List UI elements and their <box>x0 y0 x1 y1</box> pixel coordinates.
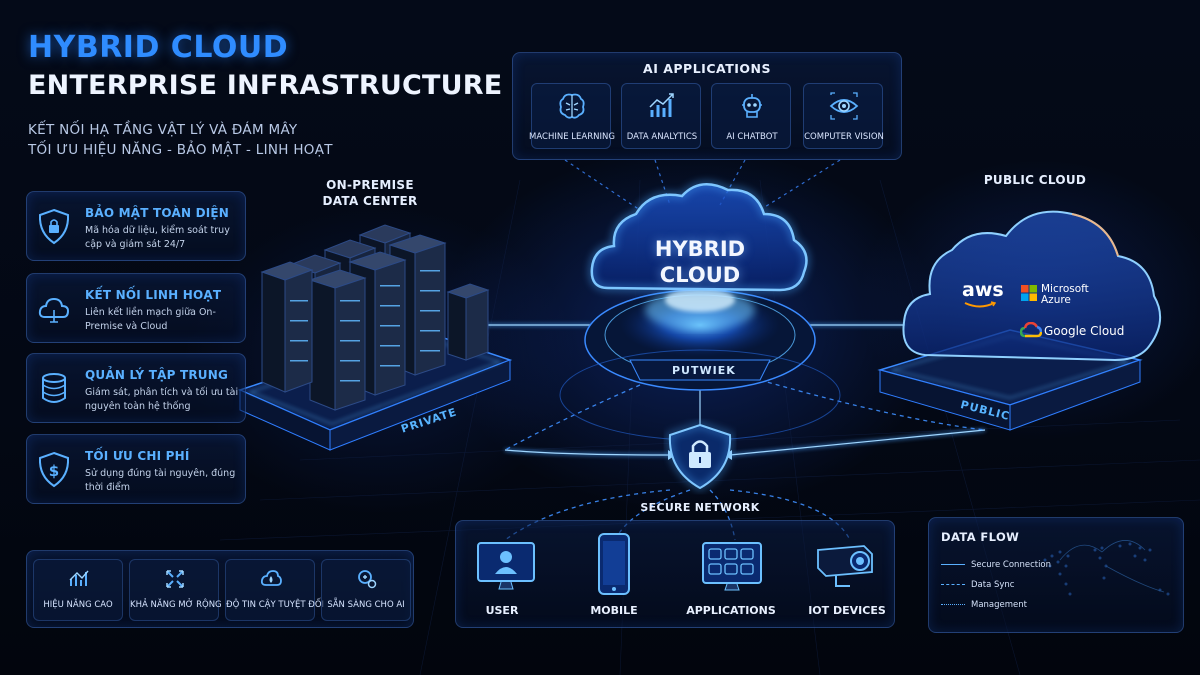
analytics-icon <box>649 93 674 117</box>
on-premise-label: ON-PREMISE <box>326 178 414 192</box>
ai-ready-icon <box>358 570 377 589</box>
feature-card-management: QUẢN LÝ TẬP TRUNG Giám sát, phân tích và… <box>26 353 246 423</box>
aws-logo-text: aws <box>962 279 1004 301</box>
benefit-scale: KHẢ NĂNG MỞ RỘNG <box>129 559 222 621</box>
feature-desc: Mã hóa dữ liệu, kiểm soát truy cập và gi… <box>85 225 230 250</box>
flow-item-label: Data Sync <box>971 580 1015 590</box>
dashed-line-icon <box>941 584 965 585</box>
feature-title: BẢO MẬT TOÀN DIỆN <box>85 206 230 220</box>
secure-shield <box>666 421 734 492</box>
data-flow-title: DATA FLOW <box>941 530 1020 544</box>
tagline-line-1: KẾT NỐI HẠ TẦNG VẬT LÝ VÀ ĐÁM MÂY <box>28 122 298 138</box>
hybrid-cloud-shape <box>588 181 810 294</box>
user-monitor-icon <box>477 542 535 590</box>
ai-applications-panel: AI APPLICATIONS MACHINE LEARNING DATA AN… <box>512 52 902 160</box>
azure-logo-text: Microsoft Azure <box>1041 283 1089 306</box>
device-label: USER <box>485 604 519 617</box>
eye-icon <box>829 92 859 120</box>
benefit-ai-ready: SẴN SÀNG CHO AI <box>321 559 411 621</box>
flow-item-label: Management <box>971 600 1027 610</box>
benefit-label: KHẢ NĂNG MỞ RỘNG <box>130 600 222 610</box>
performance-icon <box>69 570 89 586</box>
scale-icon <box>166 570 184 588</box>
hybrid-hub <box>559 288 841 441</box>
ai-app-data-analytics: DATA ANALYTICS <box>621 83 701 149</box>
google-cloud-logo-text: Google Cloud <box>1044 324 1125 338</box>
feature-title: QUẢN LÝ TẬP TRUNG <box>85 368 229 382</box>
mobile-icon <box>598 533 630 595</box>
cloud-icon <box>38 297 70 323</box>
feature-desc: Liên kết liền mạch giữa On-Premise và Cl… <box>85 307 216 332</box>
hub-tag: PUTWIEK <box>672 364 736 377</box>
ai-app-machine-learning: MACHINE LEARNING <box>529 83 615 149</box>
dollar-shield-icon: $ <box>38 451 70 488</box>
svg-text:$: $ <box>49 462 59 480</box>
hybrid-cloud-title: HYBRID CLOUD <box>615 236 785 288</box>
hybrid-line-1: HYBRID <box>654 237 746 261</box>
ai-app-label: MACHINE LEARNING <box>529 132 615 142</box>
main-title: HYBRID CLOUD <box>28 30 289 65</box>
ai-app-label: AI CHATBOT <box>726 132 778 142</box>
brain-icon <box>559 93 585 119</box>
secure-network-label: SECURE NETWORK <box>640 501 760 514</box>
main-subtitle: ENTERPRISE INFRASTRUCTURE <box>28 70 503 101</box>
benefits-strip: HIỆU NĂNG CAO KHẢ NĂNG MỞ RỘNG ĐỘ TIN CẬ… <box>26 550 414 628</box>
feature-card-security: BẢO MẬT TOÀN DIỆN Mã hóa dữ liệu, kiểm s… <box>26 191 246 261</box>
benefit-label: ĐỘ TIN CẬY TUYỆT ĐỐI <box>226 600 325 610</box>
solid-line-icon <box>941 564 965 565</box>
dotted-line-icon <box>941 604 965 605</box>
data-center-label: DATA CENTER <box>322 194 418 208</box>
benefit-label: HIỆU NĂNG CAO <box>43 600 113 610</box>
flow-item-secure: Secure Connection <box>941 560 1051 570</box>
device-label: IOT DEVICES <box>808 604 886 617</box>
flow-item-label: Secure Connection <box>971 560 1052 570</box>
feature-title: KẾT NỐI LINH HOẠT <box>85 288 222 302</box>
feature-desc: Sử dụng đúng tài nguyên, đúng thời điểm <box>85 468 236 493</box>
device-label: APPLICATIONS <box>686 604 776 617</box>
feature-title: TỐI ƯU CHI PHÍ <box>85 449 190 463</box>
feature-card-connect: KẾT NỐI LINH HOẠT Liên kết liền mạch giữ… <box>26 273 246 343</box>
ai-app-chatbot: AI CHATBOT <box>711 83 791 149</box>
benefit-performance: HIỆU NĂNG CAO <box>33 559 123 621</box>
applications-icon <box>702 542 762 591</box>
flow-item-sync: Data Sync <box>941 580 1014 590</box>
server-racks <box>260 224 490 411</box>
chatbot-icon <box>742 94 762 118</box>
google-cloud-logo-icon <box>1020 322 1042 338</box>
microsoft-logo-icon <box>1021 285 1037 301</box>
ai-app-label: DATA ANALYTICS <box>626 132 698 142</box>
benefit-reliability: ĐỘ TIN CẬY TUYỆT ĐỐI <box>225 559 325 621</box>
ai-app-computer-vision: COMPUTER VISION <box>803 83 884 149</box>
public-cloud-label: PUBLIC CLOUD <box>983 173 1087 187</box>
ai-app-label: COMPUTER VISION <box>804 132 884 142</box>
ai-applications-title: AI APPLICATIONS <box>643 61 771 76</box>
aws-smile-icon <box>964 301 996 308</box>
data-flow-panel: DATA FLOW Secure Connection Data Sync Ma… <box>928 517 1184 633</box>
database-icon <box>42 373 66 403</box>
hybrid-line-2: CLOUD <box>659 263 741 287</box>
feature-desc: Giám sát, phân tích và tối ưu tài nguyên… <box>85 387 239 412</box>
iot-camera-icon <box>817 545 873 587</box>
feature-card-cost: $ TỐI ƯU CHI PHÍ Sử dụng đúng tài nguyên… <box>26 434 246 504</box>
tagline-line-2: TỐI ƯU HIỆU NĂNG - BẢO MẬT - LINH HOẠT <box>28 142 333 158</box>
shield-icon <box>38 208 70 245</box>
benefit-label: SẴN SÀNG CHO AI <box>327 600 405 610</box>
flow-item-management: Management <box>941 600 1027 610</box>
reliability-icon <box>260 570 282 586</box>
device-label: MOBILE <box>590 604 638 617</box>
